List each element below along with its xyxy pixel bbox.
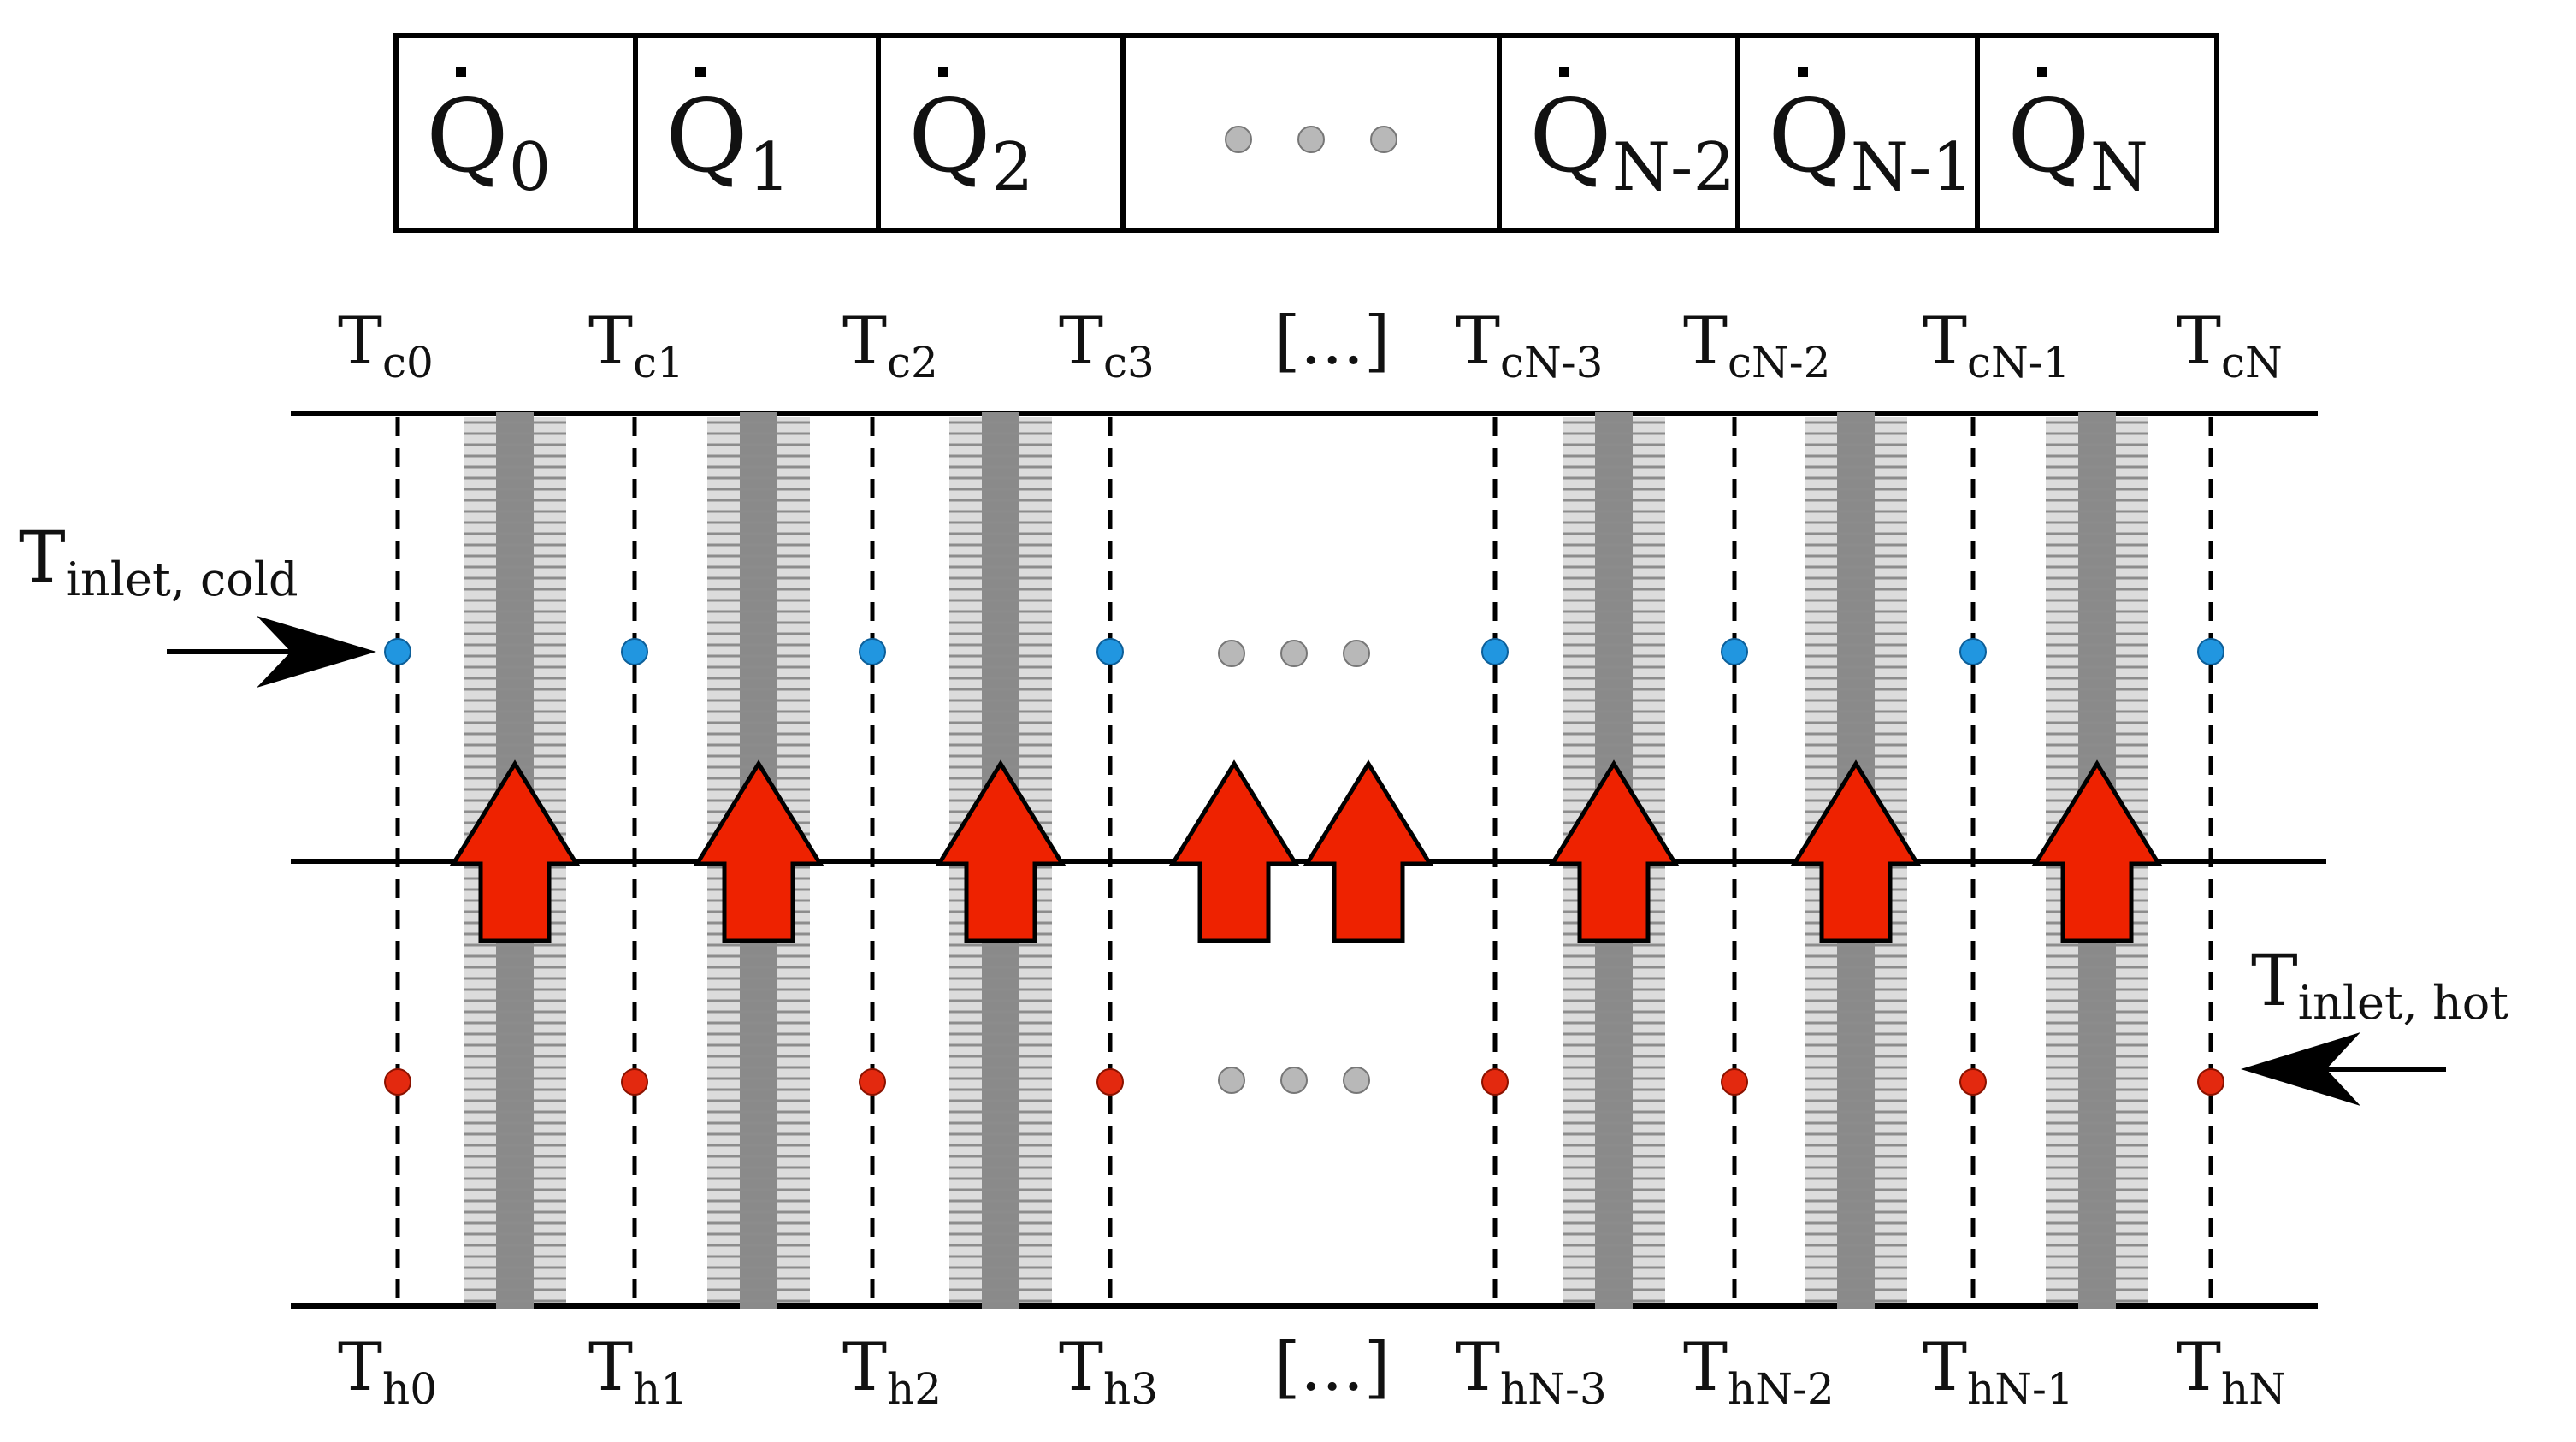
temperature-label: Th2 <box>842 1329 942 1414</box>
temperature-label: TcN-2 <box>1683 303 1831 387</box>
temperature-label: Tc2 <box>842 303 938 387</box>
heat-box-label: QN-2 <box>1529 77 1735 206</box>
hot-inlet: Tinlet, hot <box>2241 941 2508 1106</box>
temperature-label: ThN <box>2177 1329 2286 1414</box>
heat-arrow-icon <box>1168 759 1300 943</box>
heat-box-label: Q1 <box>665 77 790 206</box>
cold-gap-dot <box>1343 640 1370 667</box>
cold-node <box>859 638 886 665</box>
temperature-label: TcN-3 <box>1456 303 1604 387</box>
cold-inlet-label: Tinlet, cold <box>19 517 298 606</box>
hot-node <box>621 1068 648 1096</box>
temperature-label: Tc3 <box>1059 303 1155 387</box>
temperature-label: Tc0 <box>338 303 434 387</box>
temperature-label: Tc1 <box>588 303 684 387</box>
cold-inlet-arrowhead-icon <box>257 616 376 688</box>
temperature-label: Th1 <box>588 1329 688 1414</box>
hot-node <box>859 1068 886 1096</box>
heat-arrow-icon <box>1548 759 1680 943</box>
heat-box <box>1975 33 2219 233</box>
ellipsis-dot <box>1370 126 1397 153</box>
heat-box-label: Q0 <box>426 77 551 206</box>
temperature-nodes <box>384 638 2224 1096</box>
heat-arrow-icon <box>1303 759 1434 943</box>
node-dashed-lines <box>395 417 2213 1303</box>
time-derivative-dot-icon <box>2037 67 2047 77</box>
temperature-label: [...] <box>1274 1329 1390 1406</box>
cold-node <box>1096 638 1124 665</box>
cold-inlet: Tinlet, cold <box>19 517 376 688</box>
temperature-label: TcN-1 <box>1923 303 2071 387</box>
time-derivative-dot-icon <box>695 67 706 77</box>
heat-box <box>876 33 1126 233</box>
cold-node <box>2197 638 2224 665</box>
heat-box-label: QN <box>2007 77 2148 206</box>
heat-flow-boxes: Q0 Q1 Q2 QN-2 QN-1 QN <box>393 33 2219 233</box>
temperature-label: ThN-3 <box>1456 1329 1607 1414</box>
temperature-label: TcN <box>2177 303 2283 387</box>
heat-arrow-icon <box>1790 759 1922 943</box>
heat-box <box>1735 33 1980 233</box>
temperature-label: ThN-2 <box>1683 1329 1835 1414</box>
hot-node <box>2197 1068 2224 1096</box>
cold-temperature-labels: Tc0 Tc1 Tc2 Tc3 [...] TcN-3 TcN-2 TcN-1 TcN <box>338 303 2283 387</box>
heat-box-label: Q2 <box>908 77 1033 206</box>
temperature-label: ThN-1 <box>1923 1329 2074 1414</box>
temperature-label: Th3 <box>1059 1329 1158 1414</box>
heat-arrow-icon <box>693 759 824 943</box>
cold-node <box>384 638 411 665</box>
heat-box <box>393 33 638 233</box>
temperature-label: [...] <box>1274 303 1390 380</box>
hot-node <box>1959 1068 1987 1096</box>
cold-node <box>1721 638 1748 665</box>
time-derivative-dot-icon <box>456 67 466 77</box>
time-derivative-dot-icon <box>938 67 948 77</box>
cold-gap-dot <box>1218 640 1245 667</box>
hot-inlet-label: Tinlet, hot <box>2251 941 2508 1030</box>
hot-node <box>1721 1068 1748 1096</box>
hot-gap-dot <box>1218 1067 1245 1094</box>
hot-gap-dot <box>1343 1067 1370 1094</box>
hot-node <box>1481 1068 1509 1096</box>
cold-node <box>1481 638 1509 665</box>
cold-node <box>1959 638 1987 665</box>
heat-arrow-icon <box>935 759 1066 943</box>
hot-node <box>1096 1068 1124 1096</box>
hot-gap-dot <box>1280 1067 1308 1094</box>
ellipsis-dot <box>1225 126 1252 153</box>
heat-arrow-icon <box>449 759 581 943</box>
hot-temperature-labels: Th0 Th1 Th2 Th3 [...] ThN-3 ThN-2 ThN-1 ThN <box>338 1329 2286 1414</box>
heat-transfer-arrows <box>449 759 2163 943</box>
hot-inlet-arrowhead-icon <box>2241 1032 2360 1106</box>
heat-arrow-icon <box>2031 759 2163 943</box>
heat-box-label: QN-1 <box>1768 77 1974 206</box>
cold-gap-dot <box>1280 640 1308 667</box>
cold-node <box>621 638 648 665</box>
hot-node <box>384 1068 411 1096</box>
time-derivative-dot-icon <box>1559 67 1569 77</box>
ellipsis-dot <box>1297 126 1325 153</box>
temperature-label: Th0 <box>338 1329 437 1414</box>
time-derivative-dot-icon <box>1798 67 1808 77</box>
